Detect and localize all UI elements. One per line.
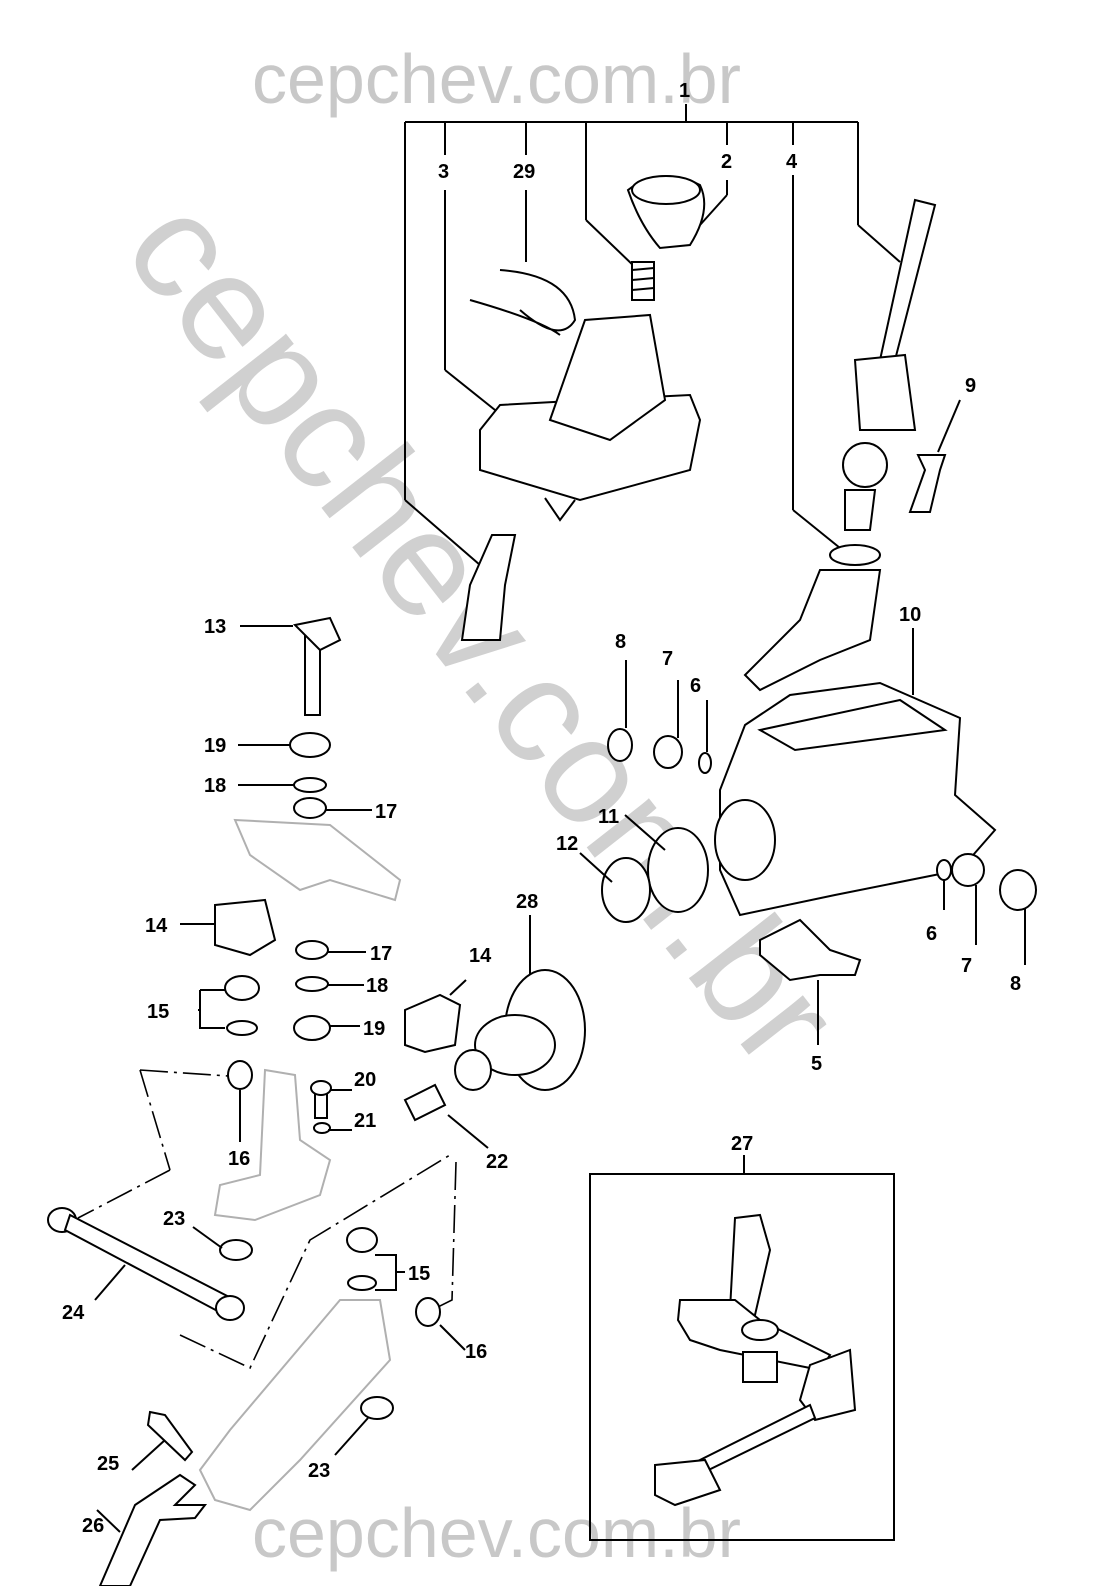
callout-17-upper: 17	[375, 801, 397, 823]
callout-10: 10	[899, 604, 921, 626]
ghost-shift-arm	[233, 818, 402, 902]
bushing-15	[198, 975, 260, 1036]
bushing-stack-mid	[293, 940, 366, 1041]
callout-27: 27	[731, 1133, 753, 1155]
pin-25	[146, 1410, 194, 1462]
nut-16b	[415, 1297, 441, 1327]
callout-29: 29	[513, 161, 535, 183]
callout-3: 3	[438, 161, 449, 183]
callout-19-upper: 19	[204, 735, 226, 757]
boot-cap-14b	[404, 993, 462, 1054]
callout-24: 24	[62, 1302, 85, 1324]
callout-28: 28	[516, 891, 538, 913]
shift-knob	[626, 175, 706, 250]
callout-19-lower: 19	[363, 1018, 385, 1040]
callout-16-lower: 16	[465, 1341, 487, 1363]
callout-9: 9	[965, 375, 976, 397]
watermark-top: cepchev.com.br	[252, 40, 741, 118]
ghost-lever-arm	[213, 1068, 332, 1222]
callout-21: 21	[354, 1110, 376, 1132]
callout-tree-1	[404, 104, 901, 566]
lever-pin	[908, 454, 947, 513]
boot-clip	[469, 269, 577, 336]
bushing-15b	[346, 1227, 405, 1291]
callout-labels: 1 2 3 4 5 6 6 7 7 8 8 9 10 11 12 13 14 1…	[62, 80, 1021, 1537]
callout-12: 12	[556, 833, 578, 855]
plug-right	[936, 853, 1037, 965]
ring-23b	[360, 1396, 394, 1420]
callout-7-right: 7	[961, 955, 972, 977]
plug-left	[607, 660, 712, 774]
callout-5: 5	[811, 1053, 822, 1075]
watermark-bottom: cepchev.com.br	[252, 1494, 741, 1572]
callout-11: 11	[598, 806, 619, 828]
ghost-gear-rod	[198, 1299, 392, 1512]
subassembly-box-27	[589, 1155, 895, 1541]
callout-6-left: 6	[690, 675, 701, 697]
rod-13	[240, 616, 342, 716]
nut-16	[227, 1060, 253, 1090]
callout-2: 2	[721, 151, 732, 173]
callout-20: 20	[354, 1069, 376, 1091]
callout-6-right: 6	[926, 923, 937, 945]
boot-insert	[460, 534, 517, 641]
boot-28	[454, 915, 586, 1091]
callout-18-lower: 18	[366, 975, 388, 997]
callout-8-left: 8	[615, 631, 626, 653]
callout-14-right: 14	[469, 945, 492, 967]
callout-1: 1	[679, 80, 690, 102]
bolt-20	[310, 1080, 352, 1134]
shift-housing	[714, 628, 997, 917]
bushing-stack-top	[238, 732, 372, 819]
dashed-guide-right	[431, 1161, 457, 1311]
selector-block	[759, 918, 862, 1045]
callout-16-upper: 16	[228, 1148, 250, 1170]
shift-lever	[743, 198, 937, 692]
dashed-guide-mid	[179, 1154, 451, 1370]
callout-8-right: 8	[1010, 973, 1021, 995]
callout-15-upper: 15	[147, 1001, 169, 1023]
ring-23	[219, 1239, 253, 1261]
callout-4: 4	[786, 151, 798, 173]
link-rod-24	[47, 1207, 245, 1321]
callout-13: 13	[204, 616, 226, 638]
callout-18-upper: 18	[204, 775, 226, 797]
callout-14-left: 14	[145, 915, 168, 937]
spring-22	[403, 1083, 489, 1149]
bearing-parts	[579, 814, 709, 923]
callout-26: 26	[82, 1515, 104, 1537]
callout-22: 22	[486, 1151, 508, 1173]
dashed-guide-left	[77, 1069, 229, 1219]
callout-15-lower: 15	[408, 1263, 430, 1285]
yoke-26	[98, 1473, 208, 1586]
callout-23-upper: 23	[163, 1208, 185, 1230]
callout-23-lower: 23	[308, 1460, 330, 1482]
boot-cap-14	[214, 898, 277, 957]
callout-17-lower: 17	[370, 943, 392, 965]
shift-boot	[479, 313, 702, 522]
callout-7-left: 7	[662, 648, 673, 670]
spring	[631, 261, 655, 301]
callout-25: 25	[97, 1453, 119, 1475]
